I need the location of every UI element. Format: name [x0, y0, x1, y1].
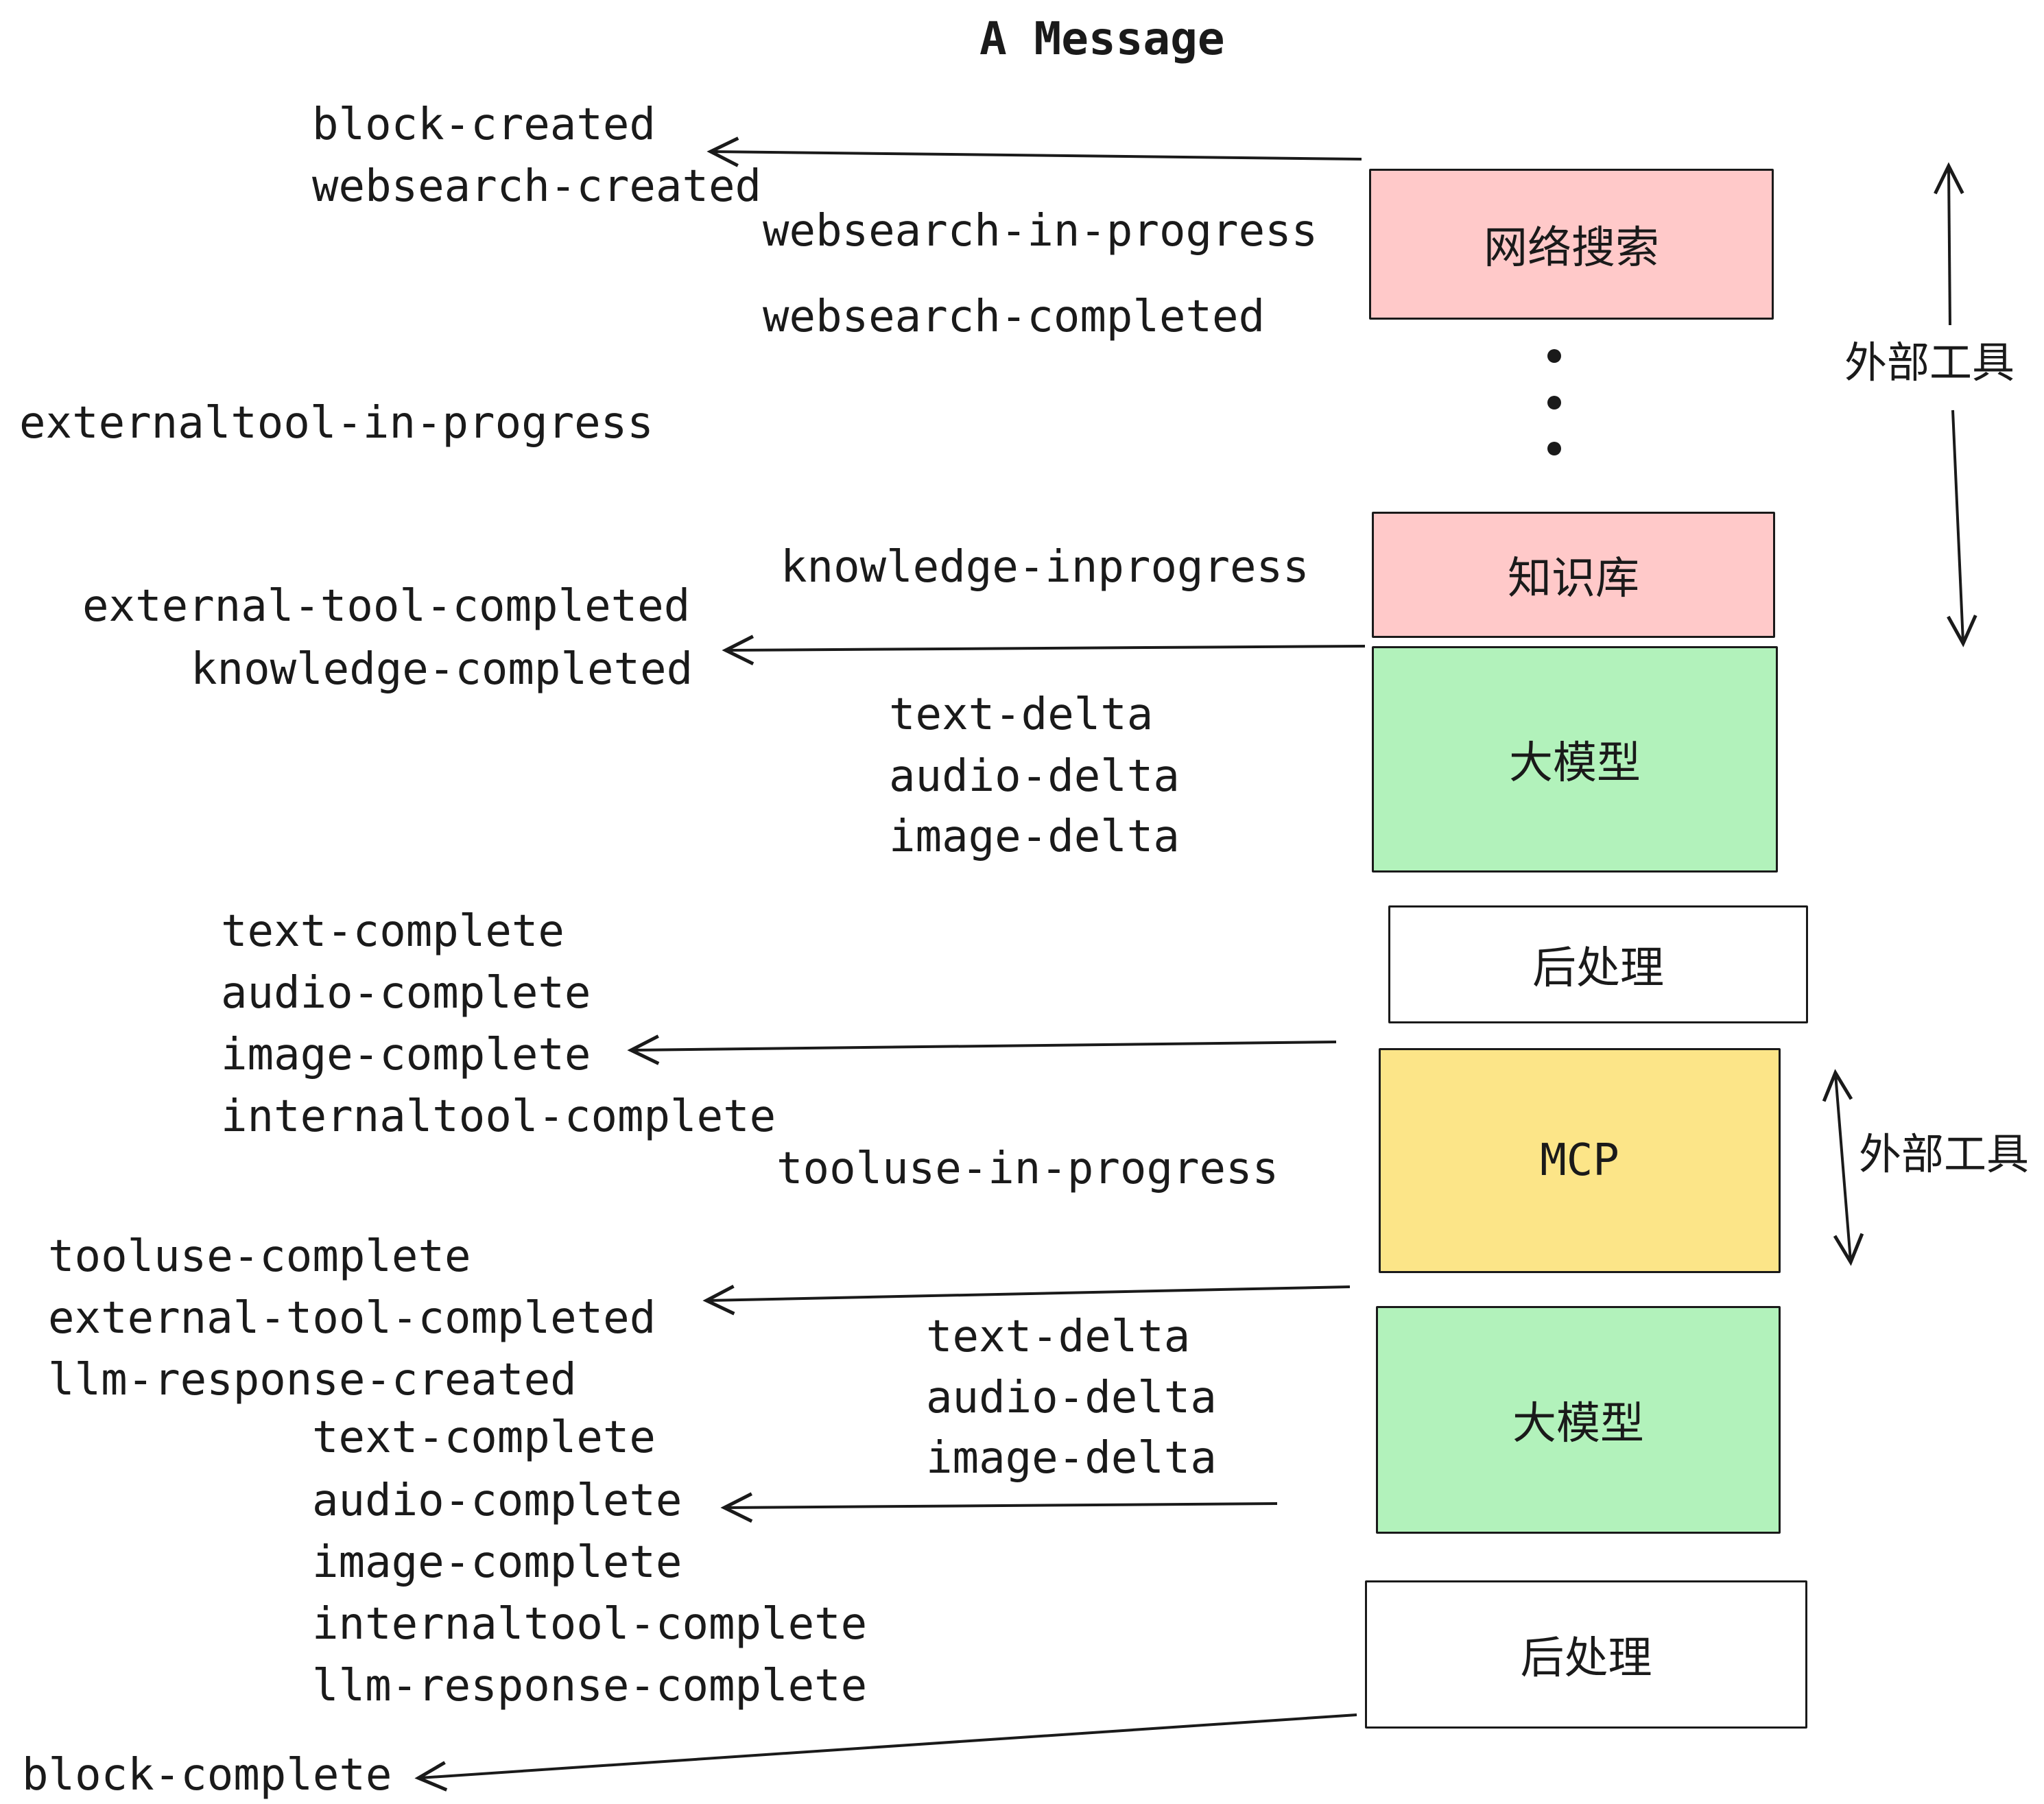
- box-postprocess-2-label: 后处理: [1520, 1633, 1652, 1684]
- arrow-websearch-created: [706, 137, 1362, 167]
- event-image-delta-1: image-delta: [889, 811, 1180, 862]
- event-tooluse-complete: tooluse-complete: [48, 1231, 471, 1282]
- box-websearch-label: 网络搜索: [1484, 223, 1659, 274]
- box-knowledge-label: 知识库: [1508, 554, 1639, 604]
- box-websearch: 网络搜索: [1369, 169, 1774, 320]
- ellipsis-dots: [1547, 349, 1561, 455]
- event-text-complete-2: text-complete: [312, 1412, 656, 1463]
- box-knowledge: 知识库: [1372, 512, 1775, 638]
- arrow-internaltool-complete: [627, 1034, 1337, 1065]
- event-audio-delta-2: audio-delta: [926, 1373, 1217, 1423]
- event-internaltool-complete-1: internaltool-complete: [221, 1091, 776, 1142]
- box-llm-2-label: 大模型: [1512, 1399, 1644, 1449]
- event-text-delta-2: text-delta: [926, 1312, 1191, 1362]
- external-tool-span-arrow-up: [1934, 162, 1964, 326]
- event-image-delta-2: image-delta: [926, 1433, 1217, 1484]
- event-text-delta-1: text-delta: [889, 689, 1154, 740]
- event-audio-delta-1: audio-delta: [889, 751, 1180, 802]
- box-llm-1-label: 大模型: [1509, 738, 1641, 789]
- external-tool-label-2: 外部工具: [1859, 1129, 2030, 1179]
- arrow-tooluse-complete: [702, 1284, 1351, 1316]
- box-mcp-label: MCP: [1540, 1135, 1619, 1186]
- external-tool-label-1: 外部工具: [1844, 337, 2015, 388]
- arrow-block-complete: [414, 1713, 1357, 1792]
- external-tool-mcp-span-arrow: [1822, 1069, 1864, 1266]
- event-internaltool-complete-2: internaltool-complete: [312, 1599, 868, 1650]
- event-text-complete-1: text-complete: [221, 906, 565, 957]
- event-llm-response-complete: llm-response-complete: [312, 1661, 868, 1711]
- box-postprocess-2: 后处理: [1365, 1580, 1807, 1729]
- event-image-complete-2: image-complete: [312, 1537, 682, 1588]
- event-websearch-in-progress: websearch-in-progress: [763, 206, 1318, 257]
- diagram-title: A Message: [979, 12, 1225, 65]
- event-audio-complete-1: audio-complete: [221, 968, 591, 1019]
- event-tooluse-in-progress: tooluse-in-progress: [776, 1143, 1279, 1194]
- event-websearch-created: websearch-created: [312, 161, 762, 212]
- box-llm-1: 大模型: [1372, 646, 1778, 873]
- box-postprocess-1-label: 后处理: [1532, 943, 1664, 994]
- event-knowledge-completed: knowledge-completed: [191, 644, 693, 695]
- event-audio-complete-2: audio-complete: [312, 1475, 682, 1526]
- event-knowledge-inprogress: knowledge-inprogress: [781, 542, 1309, 593]
- arrow-knowledge-completed: [722, 634, 1366, 665]
- event-block-created: block-created: [312, 99, 656, 150]
- box-llm-2: 大模型: [1376, 1306, 1781, 1534]
- arrow-llm-response-complete: [720, 1492, 1278, 1523]
- event-external-tool-completed-2: external-tool-completed: [48, 1293, 656, 1344]
- event-image-complete-1: image-complete: [221, 1030, 591, 1080]
- event-externaltool-in-progress: externaltool-in-progress: [19, 398, 654, 449]
- event-external-tool-completed-1: external-tool-completed: [82, 581, 691, 632]
- event-websearch-completed: websearch-completed: [763, 292, 1265, 342]
- event-block-complete: block-complete: [22, 1750, 392, 1801]
- event-llm-response-created: llm-response-created: [48, 1355, 577, 1405]
- box-mcp: MCP: [1379, 1048, 1781, 1273]
- box-postprocess-1: 后处理: [1388, 905, 1808, 1023]
- external-tool-span-arrow-down: [1947, 410, 1977, 648]
